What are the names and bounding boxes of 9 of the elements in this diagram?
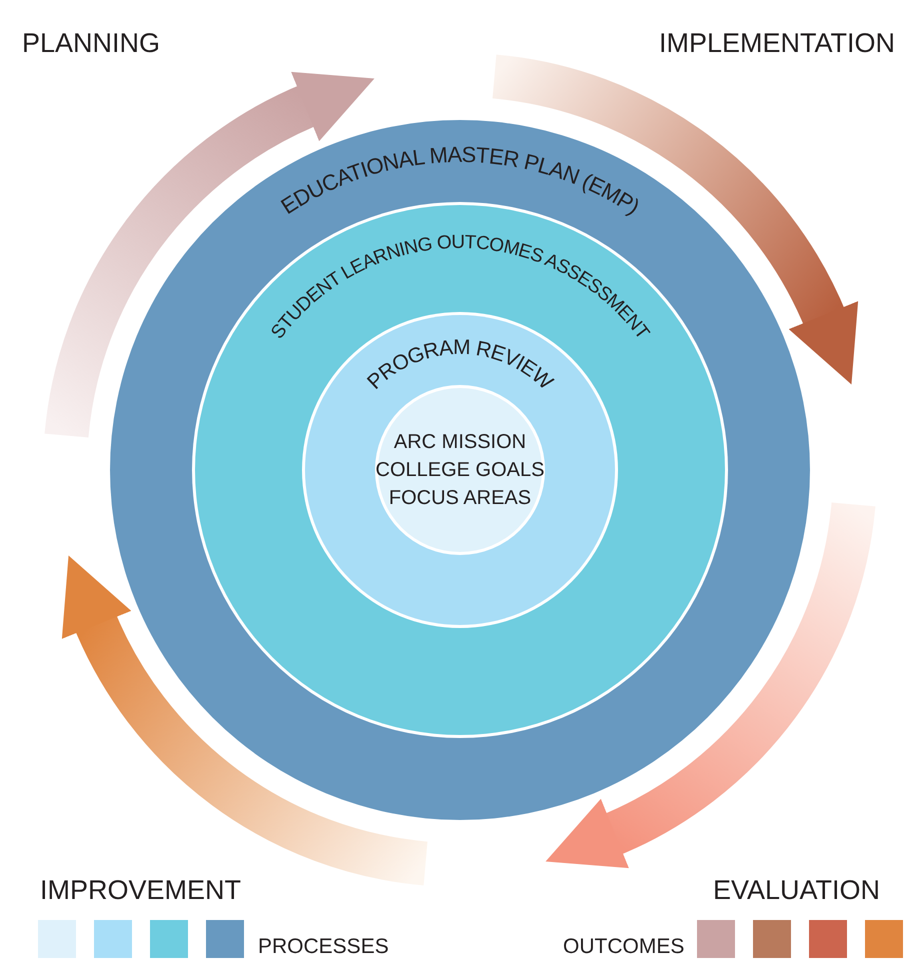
legend-text: PROCESSES [258, 935, 389, 959]
circle-text: COLLEGE GOALS [376, 458, 544, 483]
legend-text: OUTCOMES [563, 935, 684, 959]
stage-label: EVALUATION [712, 875, 880, 906]
circle-text: FOCUS AREAS [388, 486, 532, 511]
stage-label: PLANNING [22, 28, 160, 59]
stage-label: IMPROVEMENT [40, 875, 242, 906]
circle-text: ARC MISSION [394, 430, 526, 455]
stage-label: IMPLEMENTATION [658, 28, 895, 59]
